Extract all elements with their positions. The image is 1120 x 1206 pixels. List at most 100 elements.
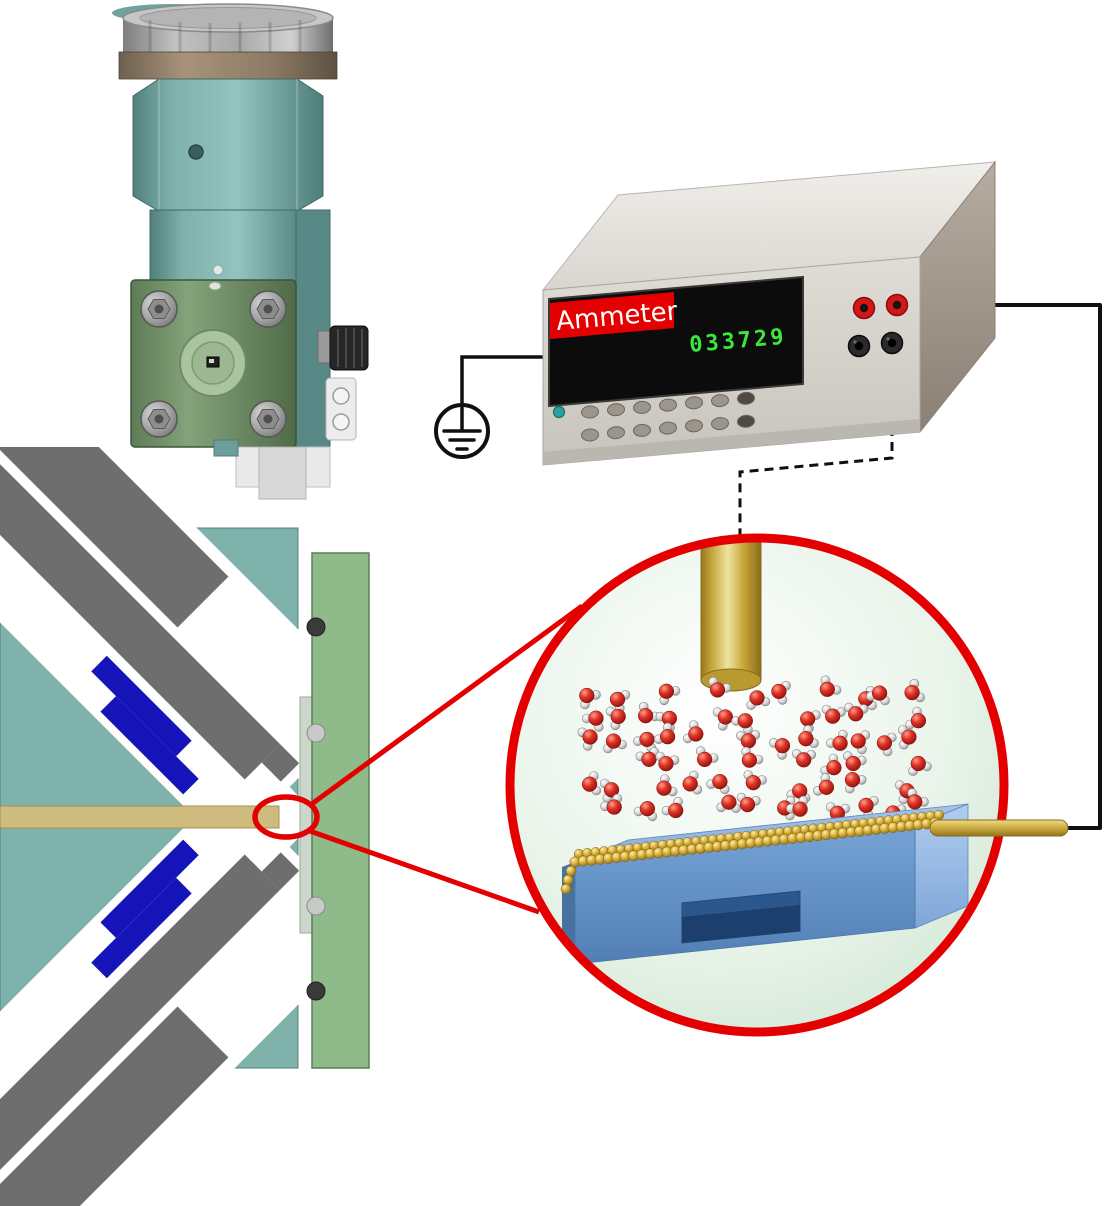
panel-button (581, 428, 599, 442)
water-molecule (600, 793, 623, 815)
power-button (552, 405, 566, 419)
bracket-screw (332, 413, 350, 431)
water-molecule (656, 774, 678, 797)
water-molecule (682, 770, 703, 795)
ground-wire (460, 355, 543, 405)
panel-button (633, 423, 651, 437)
chamber-cross-section (0, 447, 373, 1206)
substrate-aperture-floor (682, 905, 800, 943)
water-molecule (655, 751, 680, 772)
sample-rod (0, 805, 280, 829)
water-molecule (791, 749, 817, 768)
water-molecule (706, 773, 730, 795)
zoom-circle-ring (505, 533, 1009, 1037)
banana-jack-red-2 (885, 293, 909, 317)
ammeter-instrument: Ammeter 033729 (541, 160, 997, 466)
orifice-glint (209, 359, 214, 363)
gold-atom (560, 883, 572, 895)
panel-button (711, 417, 729, 431)
water-molecule (741, 746, 764, 768)
water-molecule (695, 746, 719, 768)
water-molecule (842, 751, 867, 772)
panel-button (581, 405, 599, 419)
water-molecule (708, 676, 732, 698)
water-molecule (661, 796, 684, 819)
panel-button (737, 391, 755, 405)
water-molecule (712, 707, 734, 731)
water-molecule (599, 778, 620, 803)
water-molecule (743, 770, 767, 791)
mount-plate (311, 552, 370, 1069)
water-molecule (826, 729, 848, 751)
body-port (188, 144, 204, 160)
water-molecule (735, 730, 761, 749)
gold-electrode-wire (929, 819, 1069, 837)
plate-bolt (306, 617, 326, 637)
water-molecule (904, 678, 925, 703)
cap-top-inner (139, 7, 317, 29)
panel-button (659, 398, 677, 412)
water-molecule (844, 772, 867, 794)
spacer-ring (118, 51, 338, 80)
valve-body (132, 78, 324, 211)
banana-jack-red-1 (852, 296, 876, 320)
zoom-cone-line-upper (307, 603, 584, 809)
water-molecule (876, 732, 897, 757)
water-molecule (786, 795, 809, 817)
water-molecule (798, 724, 819, 749)
water-molecule (658, 683, 681, 706)
water-molecule (603, 733, 627, 754)
water-molecule-cloud (577, 675, 932, 827)
signal-wire (906, 303, 1102, 830)
valve-assembly (112, 3, 369, 500)
mid-screw (212, 264, 224, 276)
gold-atom (565, 865, 577, 877)
plate-screw (306, 723, 326, 743)
body-facet (158, 79, 298, 210)
plate-bolt (306, 981, 326, 1001)
gold-monolayer (560, 809, 945, 895)
water-molecule (635, 746, 660, 767)
earth-ground-icon (442, 406, 482, 451)
water-molecule (581, 771, 602, 796)
valve-mid-section (149, 209, 311, 286)
panel-button (685, 419, 703, 433)
plate-screw (306, 896, 326, 916)
water-molecule (771, 680, 791, 705)
base-tab (213, 439, 239, 457)
water-molecule (825, 802, 851, 821)
button-grid (552, 391, 755, 442)
water-molecule (579, 687, 601, 710)
water-molecule (844, 702, 869, 722)
panel-button (711, 394, 729, 408)
water-molecule (897, 725, 917, 750)
banana-jack-black-2 (880, 331, 904, 355)
valve-side-column (295, 209, 331, 448)
water-molecule (768, 737, 791, 760)
adjust-knob (329, 325, 369, 371)
panel-button (659, 421, 677, 435)
water-molecule (633, 801, 658, 822)
ammeter-label-plate (550, 292, 674, 339)
water-molecule (746, 690, 771, 710)
panel-button (607, 426, 625, 440)
gold-nozzle (700, 542, 762, 692)
water-molecule (866, 685, 890, 706)
banana-jack-black-1 (847, 334, 871, 358)
base-block-lower (258, 446, 307, 500)
water-molecule (731, 713, 753, 735)
water-molecule (821, 704, 846, 724)
panel-button (633, 400, 651, 414)
water-molecule (653, 722, 676, 745)
water-molecule (813, 773, 835, 796)
gold-atom (562, 874, 574, 886)
bracket-screw (332, 387, 350, 405)
zoom-cone-line-lower (306, 827, 540, 915)
water-molecule (716, 794, 741, 814)
cap-knurl (148, 20, 302, 55)
ammeter-base-strip (543, 419, 920, 465)
panel-button (737, 414, 755, 428)
panel-button (685, 396, 703, 410)
